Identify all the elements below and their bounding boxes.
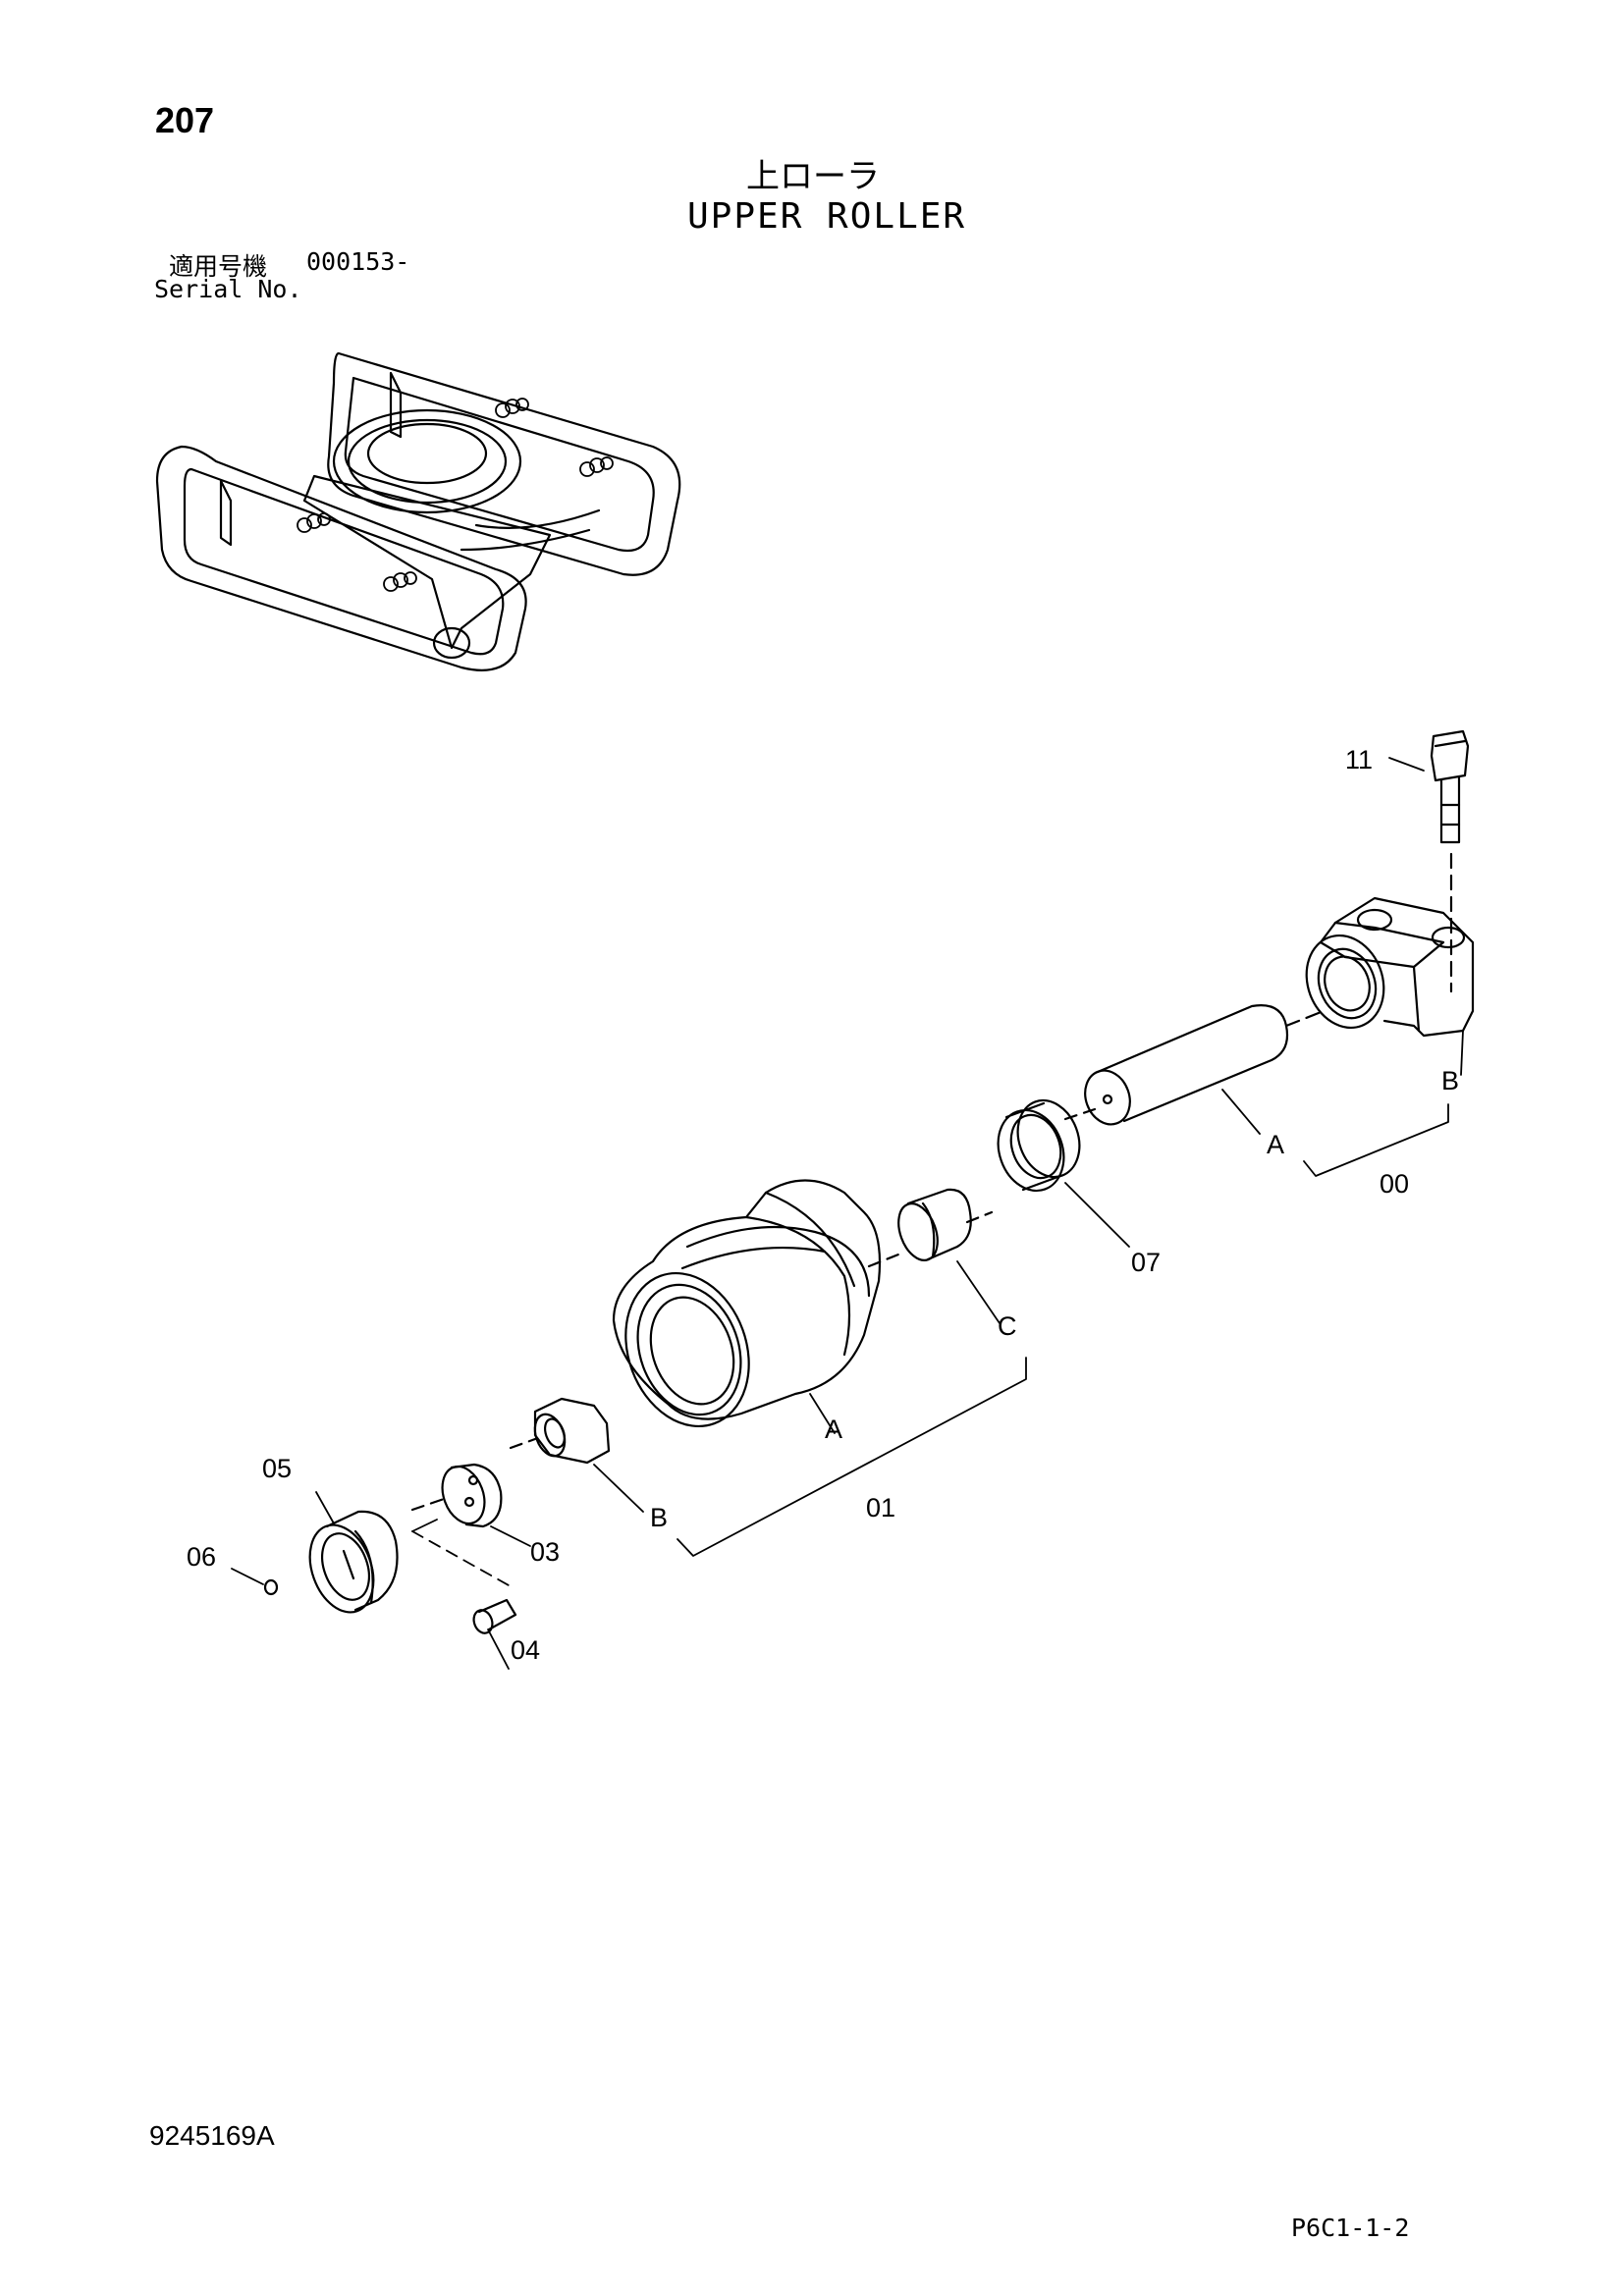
- callout-a-roller: A: [825, 1415, 842, 1444]
- callout-03: 03: [530, 1537, 560, 1567]
- callout-07: 07: [1131, 1248, 1161, 1277]
- callout-a-shaft: A: [1267, 1130, 1284, 1159]
- collar-part-b[interactable]: [509, 1397, 644, 1513]
- seal-part-07[interactable]: [988, 1092, 1130, 1248]
- undercarriage-overview-illustration: [155, 351, 681, 671]
- screw-part-04[interactable]: [411, 1519, 517, 1670]
- serial-label-japanese: 適用号機: [169, 253, 268, 281]
- sheet-reference: P6C1-1-2: [1291, 2214, 1410, 2242]
- bolt-part-11[interactable]: [1388, 729, 1470, 993]
- roller-marker: [297, 398, 614, 592]
- cover-plate-part-03[interactable]: [410, 1461, 531, 1547]
- callout-11: 11: [1345, 745, 1373, 774]
- plug-part-06[interactable]: [231, 1568, 279, 1596]
- document-number: 9245169A: [149, 2120, 275, 2151]
- assembly-00-bracket-line: [1303, 1103, 1449, 1177]
- callout-04: 04: [511, 1635, 540, 1665]
- serial-label-english: Serial No.: [154, 275, 302, 303]
- callout-c-bushing: C: [998, 1311, 1017, 1341]
- callout-01: 01: [866, 1493, 895, 1522]
- title-english: UPPER ROLLER: [687, 196, 967, 237]
- roller-body-part-a[interactable]: [605, 1179, 905, 1444]
- cover-part-05[interactable]: [298, 1491, 399, 1621]
- callout-06: 06: [187, 1542, 216, 1572]
- shaft-part-a[interactable]: [1078, 1004, 1326, 1135]
- callout-b-collar: B: [650, 1503, 668, 1532]
- title-japanese: 上ローラ: [746, 158, 880, 195]
- page-number: 207: [155, 100, 215, 140]
- callout-00: 00: [1380, 1169, 1409, 1199]
- callout-b-bracket: B: [1441, 1066, 1459, 1095]
- serial-number-value: 000153-: [306, 247, 410, 276]
- bracket-part-b[interactable]: [1294, 896, 1475, 1076]
- callout-05: 05: [262, 1454, 292, 1483]
- bushing-part-c[interactable]: [892, 1188, 1001, 1324]
- assembly-01-bracket-line: [677, 1357, 1027, 1557]
